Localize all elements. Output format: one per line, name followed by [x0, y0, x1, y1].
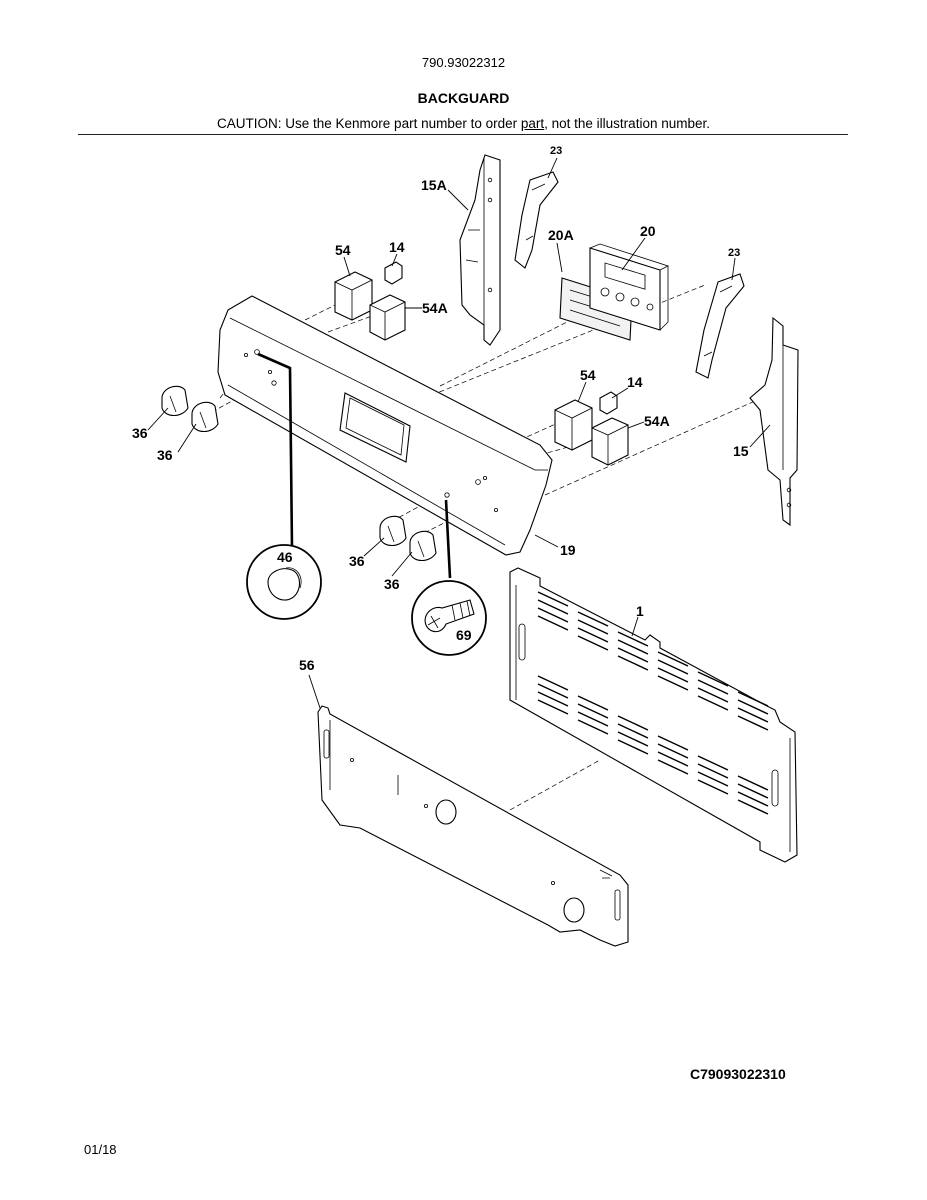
rear-panel-1 [509, 567, 798, 863]
lower-panel-56 [317, 705, 629, 947]
switch-54A-upper [369, 294, 406, 341]
right-end-bracket-15 [749, 316, 799, 527]
indicator-14-lower [599, 391, 618, 415]
left-end-bracket-15A [459, 154, 501, 346]
callout-54A-upper: 54A [422, 300, 448, 316]
revision-date: 01/18 [84, 1142, 117, 1157]
callout-54-upper: 54 [335, 242, 351, 258]
switch-54-upper [334, 271, 373, 321]
callout-20A: 20A [548, 227, 574, 243]
callout-20: 20 [640, 223, 656, 239]
leader-lines [147, 157, 771, 709]
callout-14-lower: 14 [627, 374, 643, 390]
callout-15A: 15A [421, 177, 447, 193]
switch-54-lower [554, 399, 593, 451]
section-title: BACKGUARD [417, 90, 510, 106]
indicator-14-upper [384, 261, 403, 285]
knob-36-d [409, 530, 437, 562]
detail-circle-46 [246, 352, 322, 620]
callout-23-upper: 23 [550, 145, 562, 157]
callout-36-c: 36 [349, 553, 365, 569]
electronic-control-20 [589, 243, 670, 331]
caution-note: CAUTION: Use the Kenmore part number to … [0, 116, 927, 131]
trim-strip-23-upper [514, 171, 559, 269]
caution-part-word: part [520, 116, 545, 131]
callout-36-a: 36 [132, 425, 148, 441]
caution-text-start: CAUTION: Use the Kenmore part number to … [217, 116, 521, 131]
callout-36-d: 36 [384, 576, 400, 592]
trim-strip-23-right [695, 273, 745, 379]
callout-23-right: 23 [728, 247, 740, 259]
knob-36-b [191, 401, 219, 433]
knob-36-a [161, 385, 189, 417]
callout-69: 69 [456, 627, 472, 643]
callout-1: 1 [636, 603, 644, 619]
callout-56: 56 [299, 657, 315, 673]
callout-14-upper: 14 [389, 239, 405, 255]
detail-circle-69 [411, 499, 487, 656]
header-divider [78, 134, 848, 135]
switch-54A-lower [591, 417, 629, 466]
callout-labels: 23 15A 20A 20 54 14 54A 23 54 14 54A 15 … [132, 145, 749, 673]
caution-text-end: , not the illustration number. [544, 116, 710, 131]
backguard-panel-19 [217, 295, 553, 556]
callout-19: 19 [560, 542, 576, 558]
callout-15: 15 [733, 443, 749, 459]
callout-54-lower: 54 [580, 367, 596, 383]
model-number: 790.93022312 [421, 55, 506, 70]
diagram-code: C79093022310 [690, 1066, 786, 1082]
vent-slots [537, 591, 769, 815]
callout-54A-lower: 54A [644, 413, 670, 429]
knob-36-c [379, 515, 407, 547]
callout-36-b: 36 [157, 447, 173, 463]
callout-46: 46 [277, 549, 293, 565]
